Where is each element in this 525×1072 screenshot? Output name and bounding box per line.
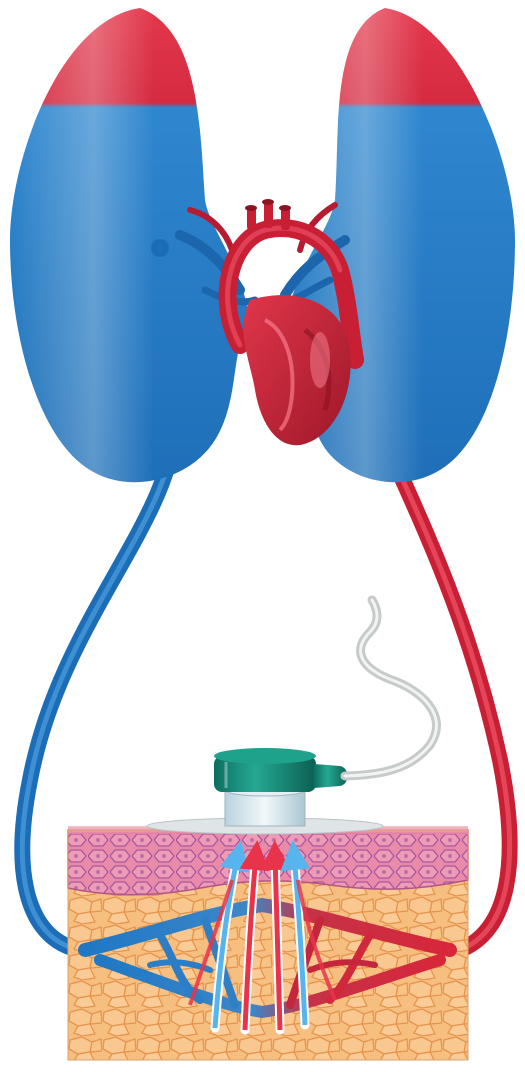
transcutaneous-sensor [147, 748, 383, 834]
left-lung [10, 8, 250, 482]
sensor-cable [345, 600, 436, 776]
